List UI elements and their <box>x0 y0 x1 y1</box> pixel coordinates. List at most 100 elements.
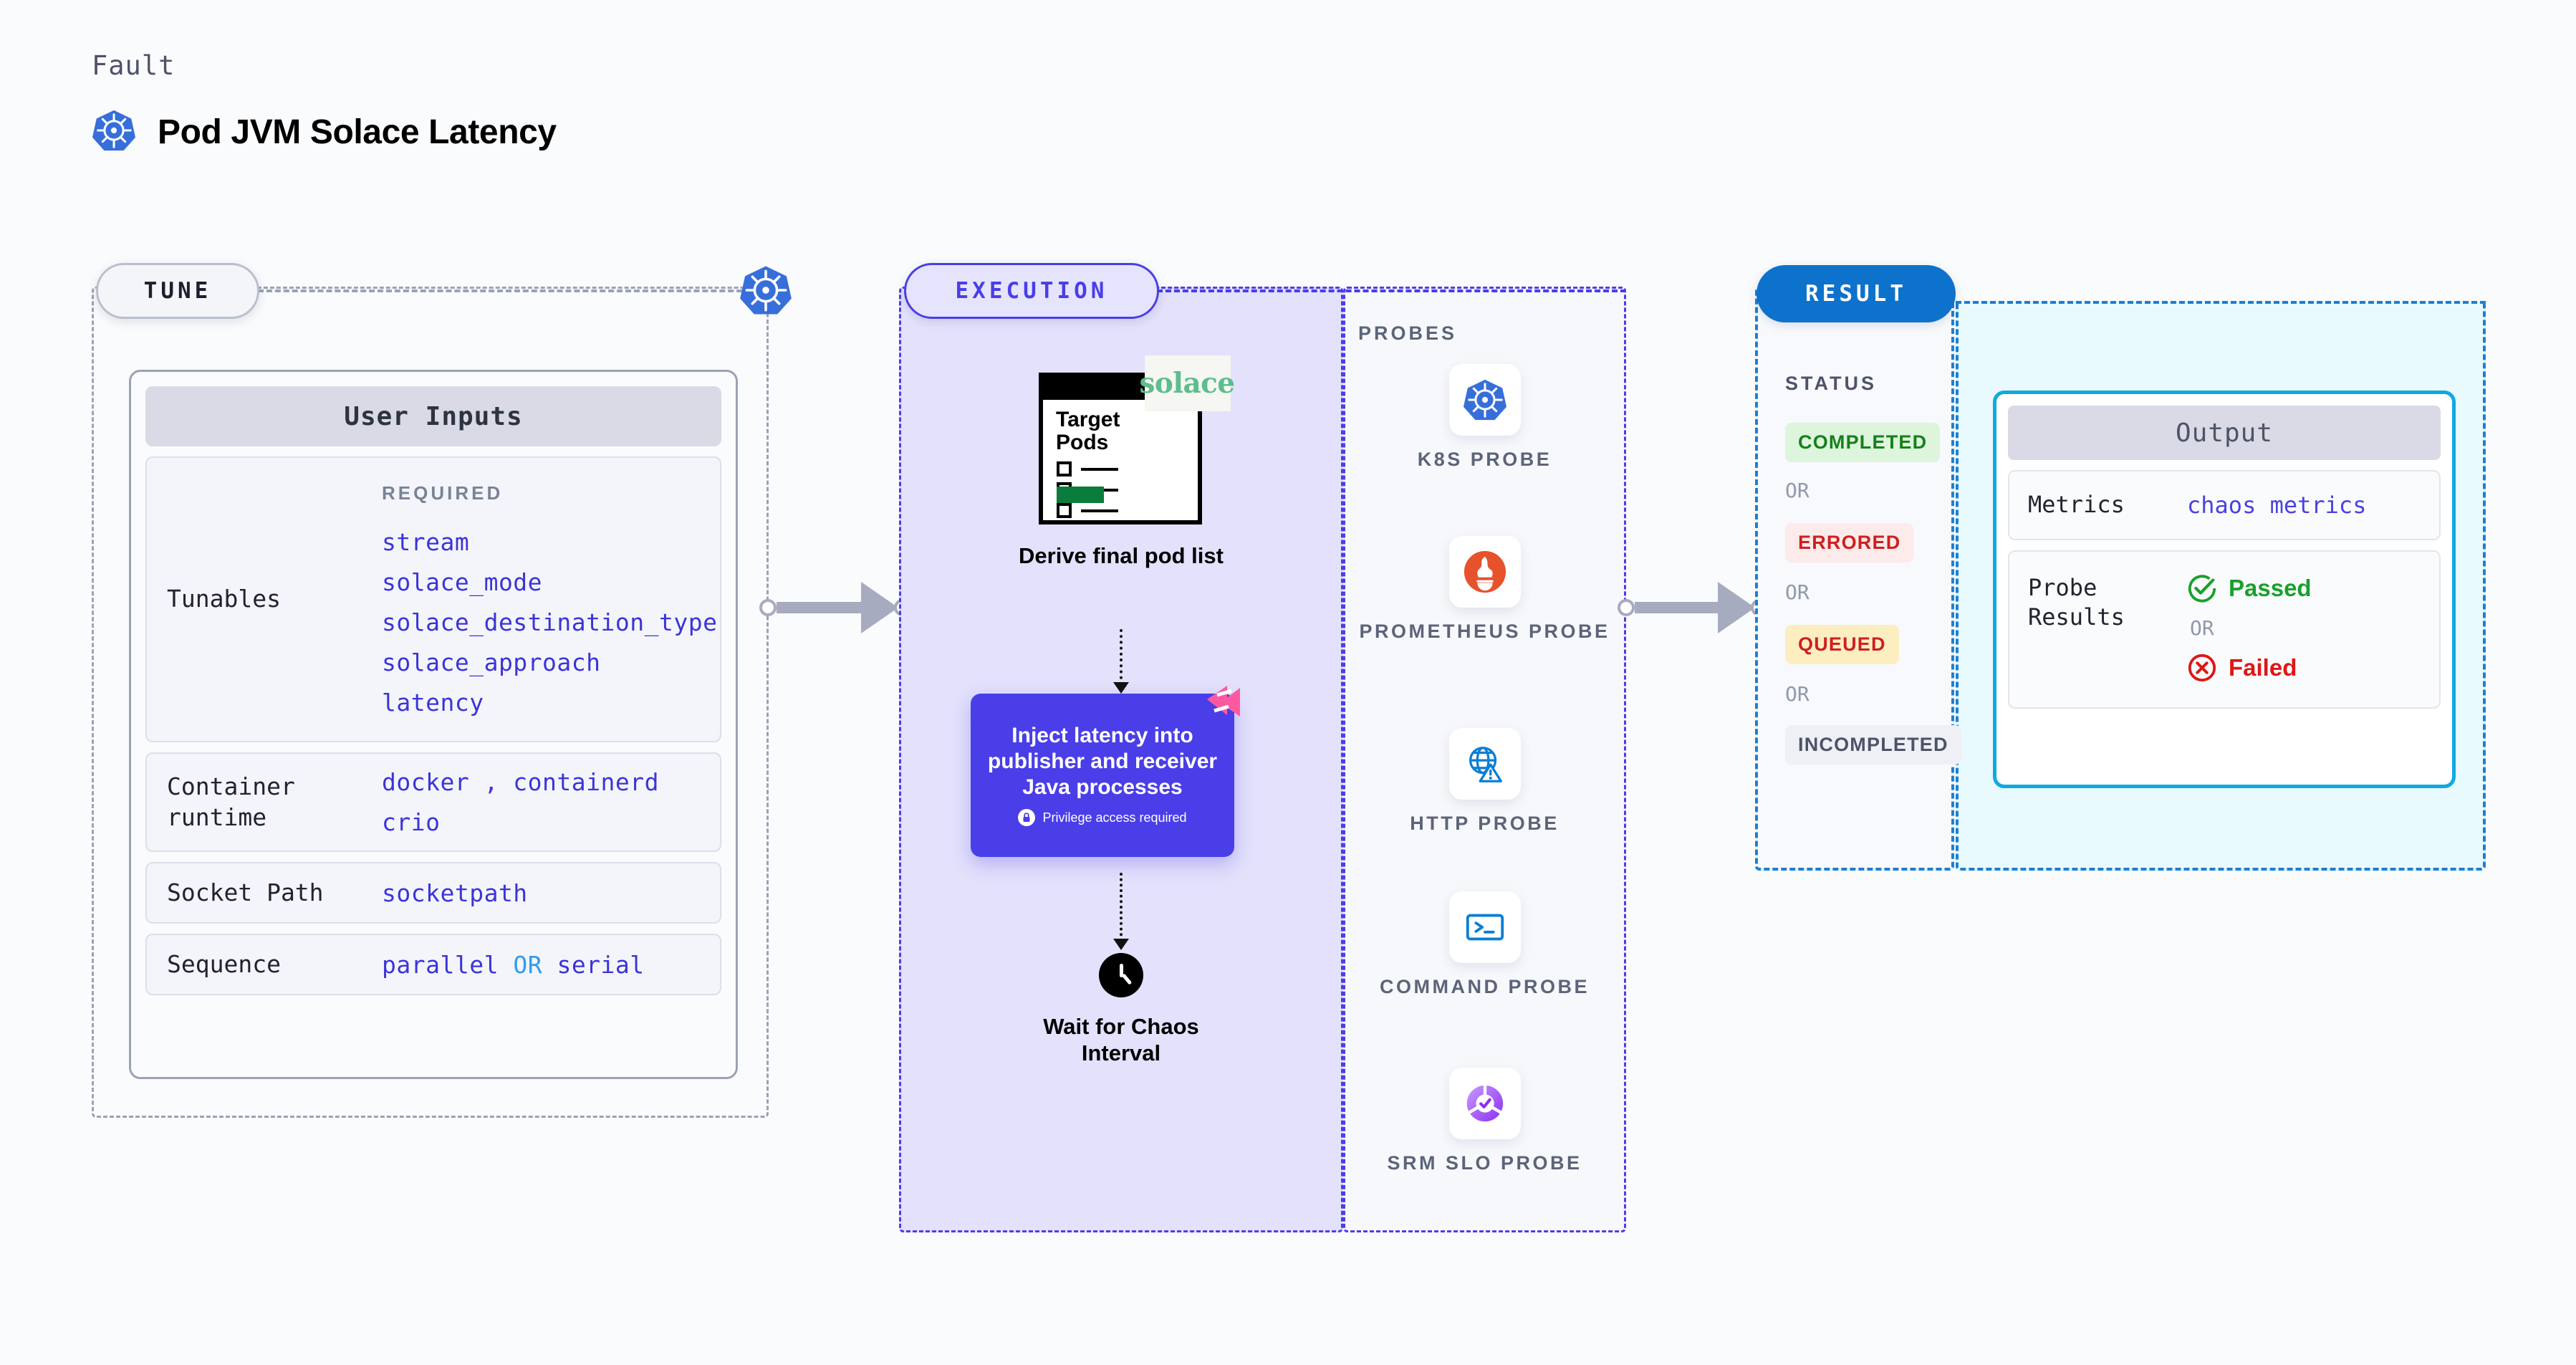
result-dashed-top-line <box>1956 301 2486 304</box>
failed-label: Failed <box>2229 653 2297 681</box>
sequence-parallel: parallel <box>382 950 499 979</box>
runtime-docker-containerd[interactable]: docker , containerd <box>382 768 659 796</box>
srm-slo-icon <box>1466 1083 1503 1122</box>
probe-result-failed: Failed <box>2187 653 2312 683</box>
tunable-solace-approach[interactable]: solace_approach <box>382 648 601 676</box>
connector-arrowhead <box>1718 582 1755 633</box>
solace-logo: solace <box>1140 355 1235 411</box>
clock-icon <box>1099 953 1143 997</box>
output-label-metrics: Metrics <box>2028 491 2125 518</box>
connector-execution-to-result <box>1618 582 1768 633</box>
probe-label: K8S PROBE <box>1417 449 1552 470</box>
fault-kicker: Fault <box>92 50 176 81</box>
line-placeholder <box>1081 509 1118 512</box>
probe-result-passed: Passed <box>2187 573 2312 603</box>
document-green-bar <box>1057 487 1104 503</box>
status-section-title: STATUS <box>1785 373 1877 394</box>
probe-tile <box>1448 891 1521 963</box>
result-pill[interactable]: RESULT <box>1756 265 1956 322</box>
table-row: Socket Path socketpath <box>145 862 721 924</box>
field-values-container-runtime: docker , containerd crio <box>382 768 659 836</box>
output-row-metrics: Metrics chaos metrics <box>2008 470 2441 540</box>
check-circle-icon <box>2188 574 2216 603</box>
tunable-solace-mode[interactable]: solace_mode <box>382 568 543 596</box>
tune-stage-boundary <box>92 287 769 1118</box>
status-badge-incompleted: INCOMPLETED <box>1785 725 1961 765</box>
checkbox-icon <box>1057 461 1072 476</box>
table-row: Tunables REQUIRED stream solace_mode sol… <box>145 456 721 742</box>
status-or-3: OR <box>1785 682 1810 706</box>
status-badge-errored: ERRORED <box>1785 523 1914 562</box>
prometheus-icon <box>1464 550 1506 593</box>
terminal-icon <box>1466 914 1504 941</box>
table-row: Container runtime docker , containerd cr… <box>145 752 721 852</box>
output-row-probe-results: Probe Results Passed OR Failed <box>2008 550 2441 709</box>
tune-dashed-top-line <box>258 289 759 292</box>
lock-icon <box>1018 809 1036 826</box>
result-stage-boundary <box>1755 287 1954 871</box>
connector-node-left <box>1618 599 1635 616</box>
probe-item-srm-slo[interactable]: SRM SLO PROBE <box>1343 1068 1626 1177</box>
field-label-tunables: Tunables <box>167 585 281 613</box>
status-badge-completed: COMPLETED <box>1785 423 1941 462</box>
probe-tile <box>1448 1068 1521 1139</box>
runtime-crio[interactable]: crio <box>382 808 441 836</box>
document-checklist-line <box>1057 461 1118 476</box>
field-values-tunables: REQUIRED stream solace_mode solace_desti… <box>382 482 717 717</box>
probe-item-command[interactable]: COMMAND PROBE <box>1343 891 1626 1000</box>
probe-item-http[interactable]: HTTP PROBE <box>1343 728 1626 837</box>
output-label-probe-results: Probe Results <box>2028 573 2125 631</box>
page-header: Fault Pod JVM Solace Latency <box>92 50 557 156</box>
status-badge-queued: QUEUED <box>1785 625 1899 664</box>
privilege-note-text: Privilege access required <box>1042 810 1187 825</box>
connector-tune-to-execution <box>759 582 911 633</box>
tunable-stream[interactable]: stream <box>382 528 470 556</box>
output-value-metrics[interactable]: chaos metrics <box>2187 491 2367 519</box>
document-checklist-line <box>1057 503 1118 518</box>
kubernetes-icon <box>1463 379 1506 421</box>
execution-pill[interactable]: EXECUTION <box>904 263 1159 319</box>
connector-bar <box>777 602 862 613</box>
flow-arrow-head <box>1113 682 1129 694</box>
checkbox-icon <box>1057 503 1072 518</box>
sequence-value[interactable]: parallel OR serial <box>382 951 645 979</box>
probe-tile <box>1448 728 1521 800</box>
status-or-2: OR <box>1785 580 1810 604</box>
output-card: Output Metrics chaos metrics Probe Resul… <box>1993 391 2456 788</box>
socket-path-value[interactable]: socketpath <box>382 878 528 907</box>
derive-pod-list-caption: Derive final pod list <box>1019 543 1224 568</box>
flow-arrow-line <box>1120 629 1123 685</box>
probe-label: HTTP PROBE <box>1410 813 1559 834</box>
tunable-solace-destination-type[interactable]: solace_destination_type <box>382 608 718 636</box>
probe-item-prometheus[interactable]: PROMETHEUS PROBE <box>1343 536 1626 645</box>
kubernetes-icon <box>92 108 136 156</box>
kubernetes-icon <box>739 264 792 317</box>
probe-item-k8s[interactable]: K8S PROBE <box>1343 364 1626 473</box>
field-label-socket-path: Socket Path <box>167 878 324 906</box>
field-label-sequence: Sequence <box>167 950 281 979</box>
connector-arrowhead <box>861 582 898 633</box>
table-row: Sequence parallel OR serial <box>145 934 721 996</box>
inject-latency-card[interactable]: Inject latency into publisher and receiv… <box>971 686 1240 857</box>
globe-warning-icon <box>1469 747 1502 782</box>
x-circle-icon <box>2188 653 2216 681</box>
passed-label: Passed <box>2229 574 2312 601</box>
sequence-or: OR <box>513 950 543 979</box>
privilege-note-row: Privilege access required <box>1018 809 1187 826</box>
field-values-sequence: parallel OR serial <box>382 951 645 979</box>
probe-results-values: Passed OR Failed <box>2187 573 2312 683</box>
status-or-1: OR <box>1785 479 1810 502</box>
field-values-socket-path: socketpath <box>382 879 528 907</box>
tune-pill[interactable]: TUNE <box>96 263 259 319</box>
probe-tile <box>1448 364 1521 436</box>
flow-arrow-line <box>1120 873 1123 942</box>
sequence-serial: serial <box>557 950 645 979</box>
probe-label: SRM SLO PROBE <box>1387 1152 1582 1174</box>
connector-bar <box>1635 602 1719 613</box>
output-card-title: Output <box>2008 406 2441 460</box>
tunable-latency[interactable]: latency <box>382 689 484 717</box>
